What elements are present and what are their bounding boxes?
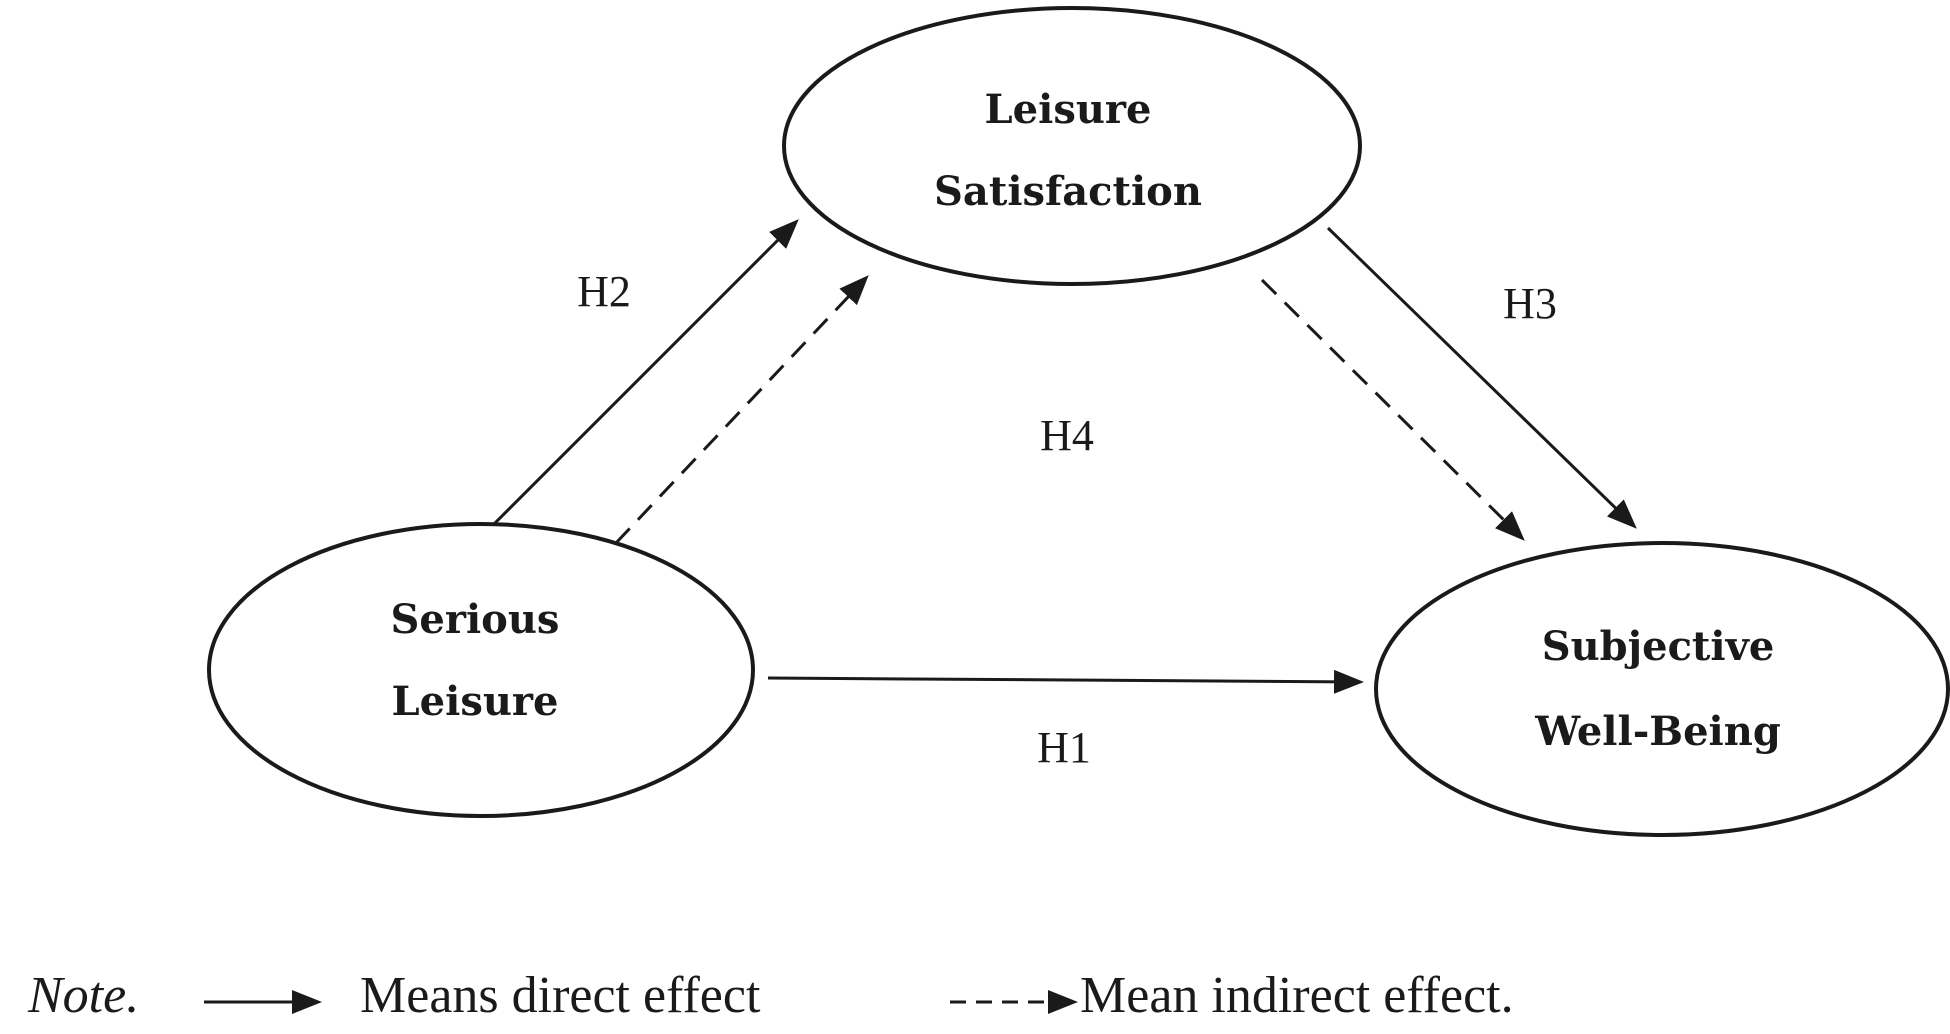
node-subjective-well-being-line1: Subjective xyxy=(1542,623,1775,670)
node-leisure-satisfaction: Leisure Satisfaction xyxy=(782,6,1362,286)
node-leisure-satisfaction-line1: Leisure xyxy=(985,86,1152,133)
note-indirect-text: Mean indirect effect. xyxy=(1080,967,1514,1024)
node-serious-leisure: Serious Leisure xyxy=(207,522,755,818)
node-serious-leisure-line1: Serious xyxy=(391,596,560,643)
node-subjective-well-being-line2: Well-Being xyxy=(1534,708,1781,755)
edge-label-h3: H3 xyxy=(1503,279,1557,328)
edge-h4-dashed-arrow-b xyxy=(1260,278,1525,541)
edge-label-h4: H4 xyxy=(1040,411,1094,460)
legend-note: Note. Means direct effect Mean indirect … xyxy=(27,967,1514,1024)
node-subjective-well-being-ellipse xyxy=(1374,541,1950,837)
edge-h3-arrow xyxy=(1326,226,1637,529)
edge-h1-arrow xyxy=(767,669,1364,694)
node-subjective-well-being: Subjective Well-Being xyxy=(1374,541,1950,837)
edge-label-h1: H1 xyxy=(1037,723,1091,772)
node-serious-leisure-line2: Leisure xyxy=(392,678,559,725)
edge-h2-arrow xyxy=(486,219,799,532)
note-direct-text: Means direct effect xyxy=(360,967,761,1024)
note-prefix: Note. xyxy=(27,967,139,1024)
node-leisure-satisfaction-ellipse xyxy=(782,6,1362,286)
edges xyxy=(486,219,1637,694)
node-serious-leisure-ellipse xyxy=(207,522,755,818)
node-leisure-satisfaction-line2: Satisfaction xyxy=(934,168,1202,215)
edge-h4-dashed-arrow-a xyxy=(614,275,869,545)
edge-label-h2: H2 xyxy=(577,267,631,316)
